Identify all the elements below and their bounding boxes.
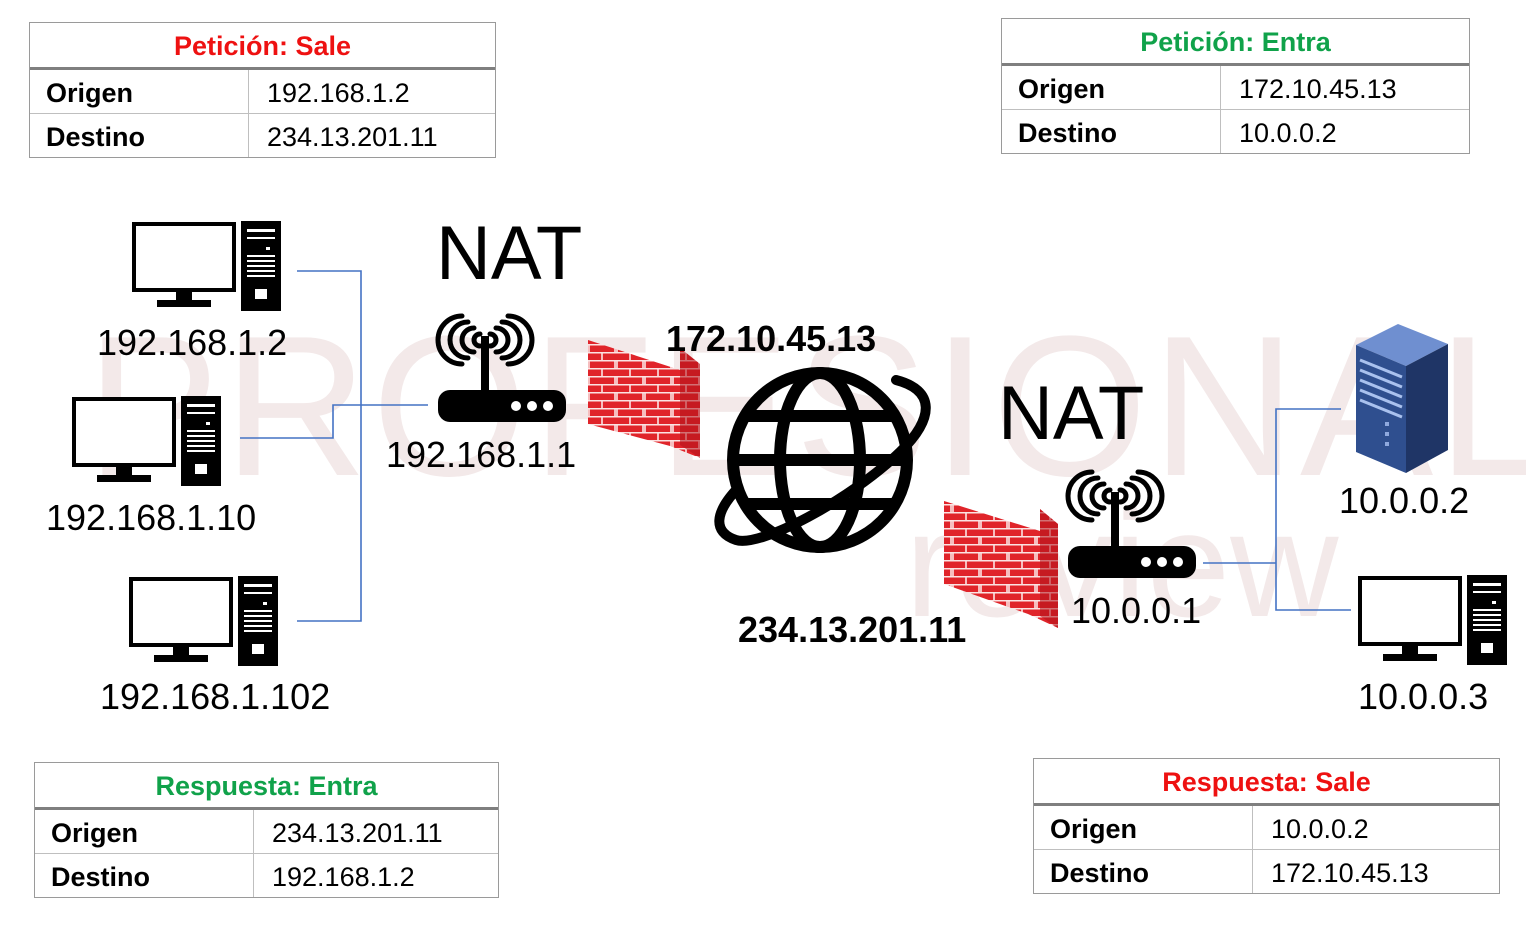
table-row: Destino 172.10.45.13 (1034, 849, 1499, 893)
table-row: Destino 234.13.201.11 (30, 113, 495, 157)
monitor-icon (72, 394, 223, 488)
pc-192-168-1-10 (72, 394, 223, 488)
router-icon (1068, 472, 1196, 578)
row-key: Destino (30, 114, 249, 157)
row-value: 10.0.0.2 (1271, 814, 1369, 844)
table-row: Destino 192.168.1.2 (35, 853, 498, 897)
table-row: Origen 10.0.0.2 (1034, 806, 1499, 849)
table-title: Respuesta: Entra (35, 763, 498, 810)
nat-label-left: NAT (436, 211, 583, 296)
row-value: 172.10.45.13 (1271, 858, 1429, 888)
right-network-links (1203, 408, 1351, 611)
server-rack-icon (1356, 324, 1448, 473)
pc-192-168-1-2 (132, 219, 283, 313)
left-network-links (240, 270, 428, 622)
row-key: Origen (30, 70, 249, 113)
pc-right-ip-label: 10.0.0.3 (1358, 676, 1489, 717)
row-value: 192.168.1.2 (272, 862, 415, 892)
pc-192-168-1-102 (129, 574, 280, 668)
pc2-ip-label: 192.168.1.10 (46, 497, 257, 538)
firewall-icon (588, 340, 700, 458)
row-value: 192.168.1.2 (267, 78, 410, 108)
row-key: Destino (1002, 110, 1221, 153)
table-title: Petición: Entra (1002, 19, 1469, 66)
nat-label-right: NAT (998, 371, 1145, 456)
pc3-ip-label: 192.168.1.102 (100, 676, 331, 717)
monitor-icon (129, 574, 280, 668)
row-key: Origen (1002, 66, 1221, 109)
row-key: Destino (35, 854, 254, 897)
server-ip-label: 10.0.0.2 (1339, 480, 1470, 521)
table-row: Origen 172.10.45.13 (1002, 66, 1469, 109)
table-row: Origen 192.168.1.2 (30, 70, 495, 113)
table-peticion-entra: Petición: Entra Origen 172.10.45.13 Dest… (1001, 18, 1470, 154)
router-left-ip-label: 192.168.1.1 (386, 434, 577, 475)
row-key: Origen (1034, 806, 1253, 849)
pc-10-0-0-3 (1358, 573, 1509, 667)
table-title: Petición: Sale (30, 23, 495, 70)
row-key: Origen (35, 810, 254, 853)
globe-icon (714, 367, 931, 553)
router-right-ip-label: 10.0.0.1 (1071, 590, 1202, 631)
row-key: Destino (1034, 850, 1253, 893)
row-value: 10.0.0.2 (1239, 118, 1337, 148)
table-respuesta-sale: Respuesta: Sale Origen 10.0.0.2 Destino … (1033, 758, 1500, 894)
firewall-icon (944, 501, 1058, 628)
table-row: Destino 10.0.0.2 (1002, 109, 1469, 153)
monitor-icon (132, 219, 283, 313)
row-value: 234.13.201.11 (272, 818, 443, 848)
pc1-ip-label: 192.168.1.2 (97, 322, 288, 363)
router-icon (438, 316, 566, 422)
table-title: Respuesta: Sale (1034, 759, 1499, 806)
table-respuesta-entra: Respuesta: Entra Origen 234.13.201.11 De… (34, 762, 499, 898)
monitor-icon (1358, 573, 1509, 667)
internet-public-ip-top: 172.10.45.13 (666, 318, 877, 359)
row-value: 172.10.45.13 (1239, 74, 1397, 104)
internet-public-ip-bottom: 234.13.201.11 (738, 609, 967, 650)
table-row: Origen 234.13.201.11 (35, 810, 498, 853)
row-value: 234.13.201.11 (267, 122, 438, 152)
table-peticion-sale: Petición: Sale Origen 192.168.1.2 Destin… (29, 22, 496, 158)
